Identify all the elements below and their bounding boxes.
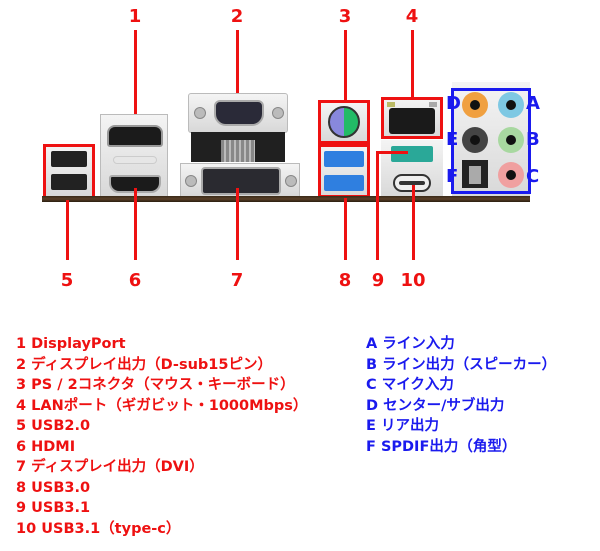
ps2-housing: [320, 102, 368, 142]
highlight-box-usb2: [43, 144, 95, 200]
legend-item-10: 10 USB3.1（type-c）: [16, 520, 181, 537]
leader-line-4: [411, 30, 414, 98]
legend-item-1: 1 DisplayPort: [16, 336, 126, 352]
legend-item-4: 4 LANポート（ギガビット・1000Mbps）: [16, 397, 308, 414]
highlight-box-ps2: [318, 100, 370, 144]
highlight-box-lan: [381, 97, 443, 139]
vga-connector: [188, 93, 288, 133]
audio-letter-a: A: [526, 93, 540, 114]
legend-item-a: A ライン入力: [366, 336, 455, 352]
legend-item-6: 6 HDMI: [16, 438, 76, 455]
usb31-housing: [381, 140, 443, 198]
audio-letter-f: F: [446, 166, 459, 187]
usb2-port-housing: [46, 146, 92, 198]
audio-jack-line-in: [498, 92, 524, 118]
usb31-port: [391, 146, 433, 162]
audio-letter-d: D: [446, 93, 461, 114]
usb2-port-lower: [51, 174, 87, 190]
leader-line-9: [376, 151, 379, 260]
displayport-connector: [107, 125, 163, 147]
legend-item-e: E リア出力: [366, 418, 439, 434]
motherboard-edge: [42, 196, 530, 202]
leader-line-6: [134, 188, 137, 260]
audio-legend: A ライン入力 B ライン出力（スピーカー） C マイク入力 D センター/サブ…: [366, 334, 556, 457]
legend-item-5: 5 USB2.0: [16, 418, 91, 434]
audio-jack-mic-in: [498, 162, 524, 188]
legend-item-7: 7 ディスプレイ出力（DVI）: [16, 459, 204, 475]
highlight-box-audio: [451, 88, 531, 194]
legend-item-2: 2 ディスプレイ出力（D-sub15ピン）: [16, 356, 272, 373]
audio-jack-rear: [462, 127, 488, 153]
leader-line-8: [344, 198, 347, 260]
audio-panel: [452, 82, 530, 198]
legend-item-b: B ライン出力（スピーカー）: [366, 356, 557, 373]
vga-riser: [191, 132, 285, 162]
legend-item-c: C マイク入力: [366, 377, 454, 393]
usb3-port-lower: [324, 175, 364, 191]
audio-letter-b: B: [526, 129, 540, 150]
legend-item-f: F SPDIF出力（角型）: [366, 438, 517, 455]
leader-line-1: [134, 30, 137, 134]
audio-jack-center-sub: [462, 92, 488, 118]
ports-legend: 1 DisplayPort 2 ディスプレイ出力（D-sub15ピン） 3 PS…: [16, 334, 307, 539]
lan-connector: [389, 108, 435, 134]
highlight-box-usb3: [318, 144, 370, 198]
callout-number-4: 4: [405, 6, 419, 27]
callout-number-8: 8: [338, 270, 352, 291]
leader-line-3: [344, 30, 347, 102]
legend-item-d: D センター/サブ出力: [366, 397, 505, 414]
leader-line-9-horizontal: [376, 151, 408, 154]
callout-number-1: 1: [128, 6, 142, 27]
leader-line-7: [236, 188, 239, 260]
usb3-housing: [320, 146, 368, 198]
callout-number-3: 3: [338, 6, 352, 27]
callout-number-9: 9: [371, 270, 385, 291]
audio-letter-e: E: [446, 129, 459, 150]
legend-item-3: 3 PS / 2コネクタ（マウス・キーボード）: [16, 377, 295, 393]
callout-number-6: 6: [128, 270, 142, 291]
spdif-optical-port: [462, 160, 488, 188]
legend-item-8: 8 USB3.0: [16, 479, 91, 496]
vga-pins: [214, 100, 264, 126]
leader-line-10: [412, 185, 415, 260]
usb2-port-upper: [51, 151, 87, 167]
legend-item-9: 9 USB3.1: [16, 500, 91, 516]
callout-number-2: 2: [230, 6, 244, 27]
audio-jack-line-out: [498, 127, 524, 153]
dvi-connector: [180, 163, 300, 197]
lan-housing: [381, 98, 443, 138]
dvi-pins: [201, 167, 281, 195]
callout-number-7: 7: [230, 270, 244, 291]
ps2-connector: [328, 106, 360, 138]
usb3-port-upper: [324, 151, 364, 167]
dp-hdmi-housing: [100, 114, 168, 198]
leader-line-5: [66, 200, 69, 260]
callout-number-10: 10: [400, 270, 426, 291]
callout-number-5: 5: [60, 270, 74, 291]
audio-letter-c: C: [526, 166, 540, 187]
leader-line-2: [236, 30, 239, 118]
